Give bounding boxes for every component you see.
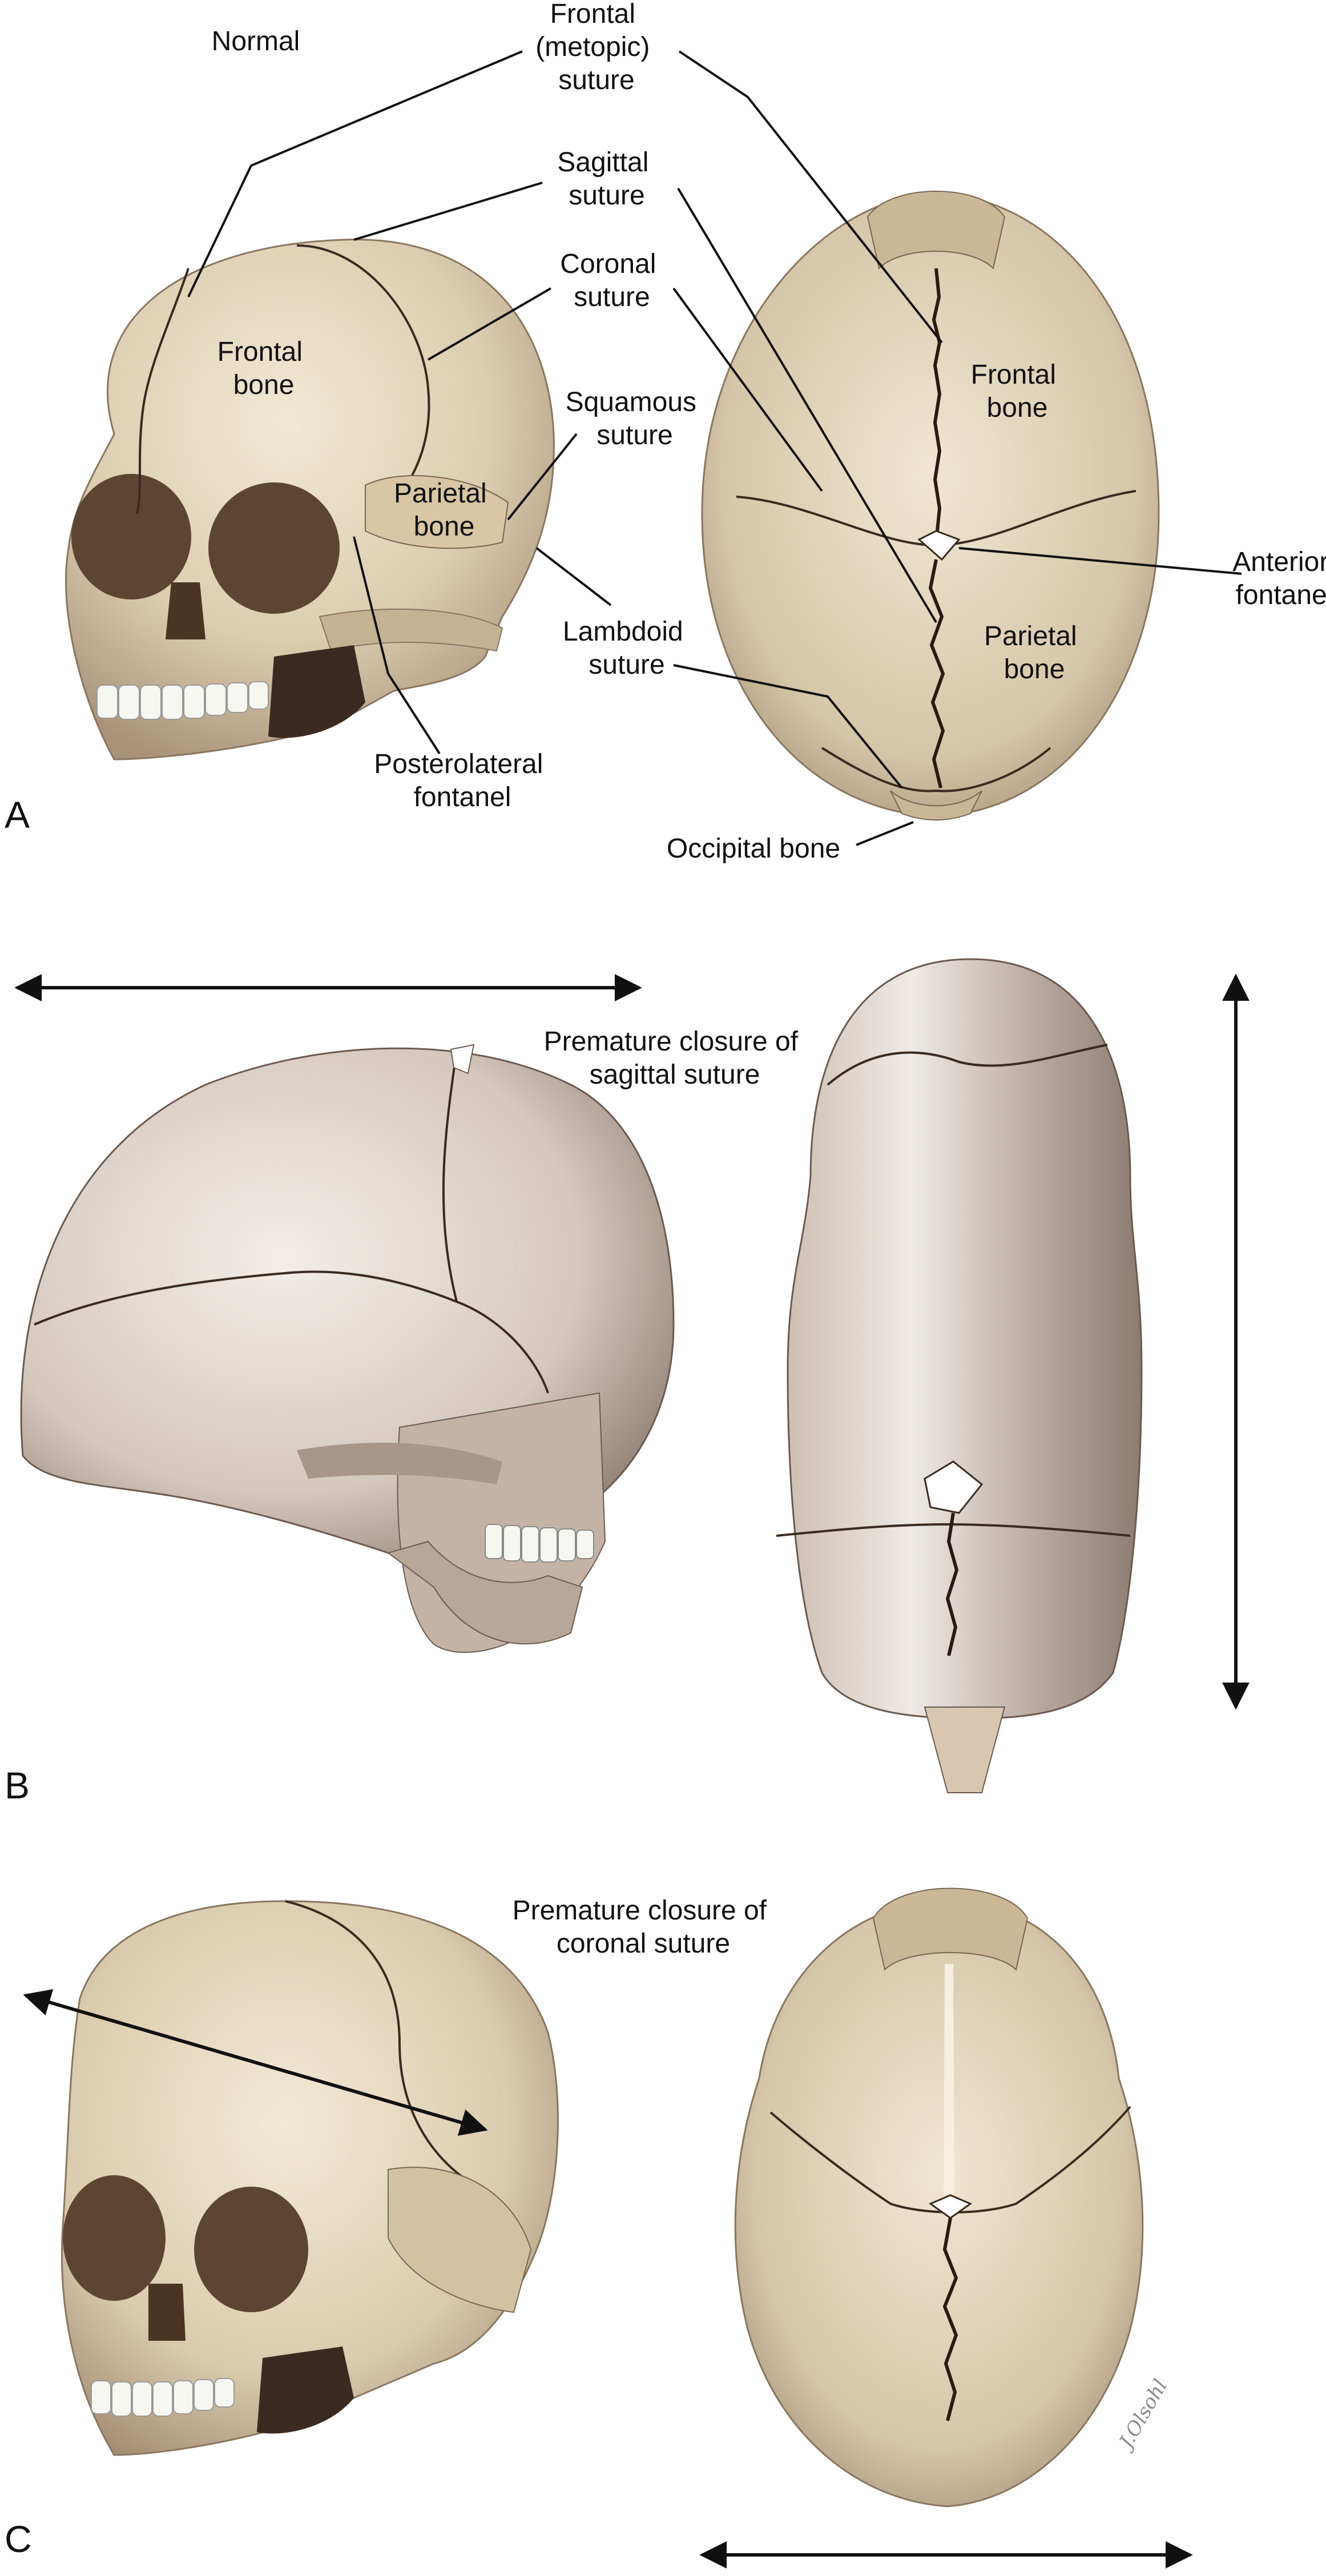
facial-bones-top-c [872,1887,1029,1971]
teeth-lateral [485,1524,594,1563]
panel-label-c: C [5,2518,32,2560]
left-orbit-c [63,2175,166,2301]
teeth [96,681,269,720]
normal-skull-front-view [65,239,555,760]
parietal-bone-patch [365,475,509,549]
mandible-lateral [386,1540,583,1645]
label-coronal-closure: Premature closure of coronal suture [513,1895,775,1959]
lambdoid-suture-b [776,1523,1131,1537]
label-parietal-bone-right: Parietal bone [984,621,1085,685]
label-frontal-bone-left: Frontal bone [217,337,311,400]
label-normal: Normal [212,26,300,57]
leader-sagittal-left [353,182,543,241]
coronal-suture-lateral [442,1050,458,1302]
leader-occipital [856,821,914,846]
anterior-fontanel-shape [917,530,961,561]
temporal-bulge-c [388,2167,532,2313]
label-anterior-fontanel: Anterior fontanel [1232,547,1326,610]
metopic-suture-top [932,268,942,543]
occipital-spine-b [924,1706,1006,1793]
coronal-suture-b [827,1044,1108,1086]
elongated-cranium-top [787,958,1143,1720]
normal-skull-top-view [701,191,1160,821]
sagittal-suture-b [945,1512,959,1656]
leader-lambdoid-right [673,664,903,789]
right-orbit [208,482,340,614]
panel-a-labels: Normal Frontal (metopic) suture Sagittal… [5,0,1326,864]
panel-label-a: A [5,794,30,836]
leader-squamous [507,433,578,521]
leader-coronal-left [427,287,552,361]
fontanel-mark-lateral [450,1044,475,1074]
occipital-bone-shape [890,790,982,821]
leader-sagittal-right [677,187,937,623]
label-frontal-bone-right: Frontal bone [971,360,1064,423]
nasal-cavity-c [148,2284,186,2341]
leader-anterior-fontanel [958,547,1242,575]
teeth-c [91,2378,235,2417]
label-frontal-suture: Frontal (metopic) suture [535,0,657,95]
leader-coronal-right [672,287,823,492]
panel-label-b: B [5,1764,30,1806]
leader-frontal-suture-left [187,50,523,297]
leader-lambdoid [535,547,612,606]
facial-bones-top [866,191,1006,269]
lambdoid-suture-top [821,747,1051,792]
label-occipital-bone: Occipital bone [667,834,840,864]
label-coronal-suture: Coronal suture [560,249,663,312]
mandible-c [257,2346,354,2434]
coronal-synostosis-top-view: J.Olsohl [734,1887,1172,2507]
squamous-suture-lateral [34,1270,549,1394]
nasal-cavity [166,582,205,639]
midline-ridge-c [944,1964,954,2209]
zygomatic-arch [319,608,503,652]
mandible [268,645,365,738]
cranium-top-shape [701,193,1160,818]
label-squamous-suture: Squamous suture [566,387,704,450]
right-orbit-c [194,2187,308,2312]
leader-frontal-suture-right [678,50,943,344]
label-sagittal-closure: Premature closure of sagittal suture [544,1027,806,1090]
metopic-suture-line [136,268,190,514]
zygoma-lateral [297,1442,502,1484]
label-sagittal-suture: Sagittal suture [557,147,656,211]
posterior-fontanel-b [924,1460,984,1514]
sagittal-synostosis-lateral-skull [20,1044,675,1653]
sagittal-synostosis-top-view [776,958,1143,1793]
sagittal-suture-top [928,559,945,788]
label-parietal-bone-left: Parietal bone [394,478,494,542]
sagittal-suture-c-top [942,2217,958,2421]
label-lambdoid-suture: Lambdoid suture [563,617,691,680]
left-orbit [71,474,191,599]
anterior-fontanel-c [928,2194,973,2219]
illustrator-signature: J.Olsohl [1113,2376,1172,2455]
brachycephaly-diagonal-arrow [23,1989,488,2136]
leader-posterolateral [353,536,441,755]
coronal-synostosis-front-skull [61,1900,559,2456]
label-posterolateral-fontanel: Posterolateral fontanel [374,749,551,812]
